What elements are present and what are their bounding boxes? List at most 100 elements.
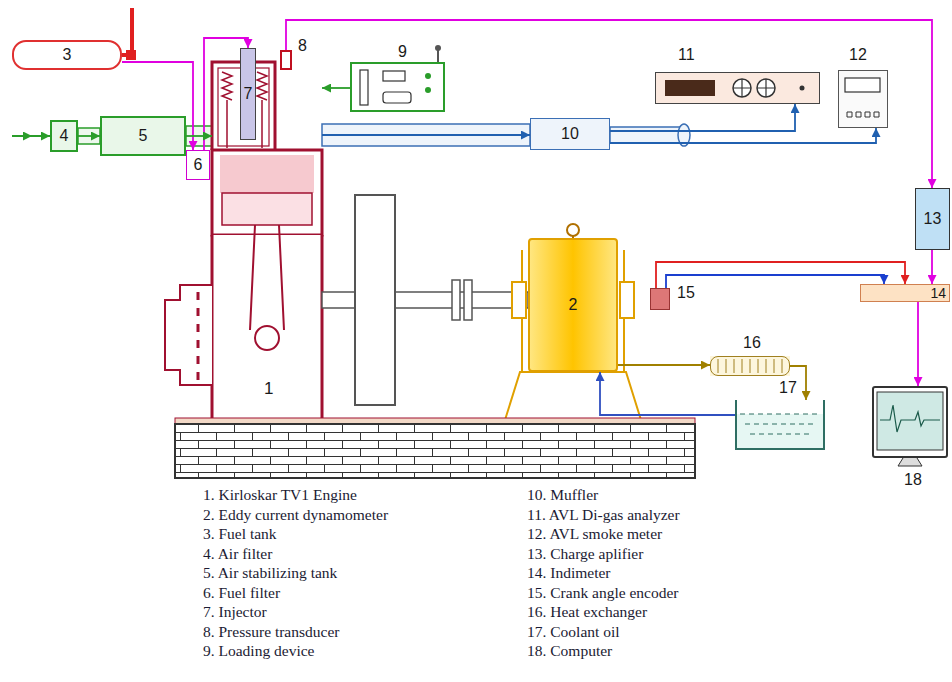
signal-line xyxy=(931,250,933,284)
loading-device-panel-part xyxy=(350,62,445,112)
exhaust-pipe-part xyxy=(322,124,530,146)
intake-pipe-part xyxy=(78,128,100,144)
callout-number: 6 xyxy=(194,157,203,173)
callout-number: 9 xyxy=(398,44,407,60)
engine-outline-part xyxy=(197,292,200,380)
muffler: 10 xyxy=(530,118,610,150)
signal-line xyxy=(286,20,932,188)
heat-exchanger: 16 xyxy=(710,356,790,376)
eddy-current-dynamometer: 2 xyxy=(528,238,618,372)
callout-number: 8 xyxy=(298,38,307,54)
key-entry: 9. Loading device xyxy=(203,642,314,659)
callout-number: 4 xyxy=(60,128,69,144)
engine-body: 17 xyxy=(212,62,322,420)
signal-line xyxy=(600,372,735,415)
gas-analyzer-panel-part xyxy=(655,72,820,104)
key-entry: 18. Computer xyxy=(527,642,612,659)
callout-number: 12 xyxy=(849,47,867,63)
dynamometer-stand xyxy=(505,224,641,420)
drive-shaft xyxy=(322,195,528,405)
key-entry: 3. Fuel tank xyxy=(203,525,277,542)
fuel-tank-valve xyxy=(122,8,136,60)
signal-line xyxy=(917,302,919,386)
gas-analyzer-panel xyxy=(655,72,820,104)
callout-number: 11 xyxy=(678,47,695,63)
computer-screen-part xyxy=(877,392,943,450)
air-inlet-part xyxy=(12,135,32,137)
dynamometer-stand-part xyxy=(505,372,641,420)
signal-line xyxy=(610,104,795,131)
drive-shaft-part xyxy=(464,280,472,320)
coolant-tank: 17 xyxy=(735,400,825,450)
engine-outline-part xyxy=(257,72,267,100)
engine-outline-part xyxy=(212,150,322,235)
signal-line xyxy=(322,134,530,136)
key-entry: 2. Eddy current dynamometer xyxy=(203,506,388,523)
foundation xyxy=(175,418,695,478)
engine-outline-part xyxy=(220,155,314,193)
intake-pipe-part xyxy=(186,126,212,146)
key-entry: 17. Coolant oil xyxy=(527,623,620,640)
callout-number: 10 xyxy=(561,126,579,142)
loading-device-panel-part xyxy=(435,45,441,51)
key-entry: 16. Heat exchanger xyxy=(527,603,647,620)
key-entry: 15. Crank angle encoder xyxy=(527,584,679,601)
key-entry: 13. Charge aplifier xyxy=(527,545,643,562)
loading-device-panel-part xyxy=(425,73,431,79)
smoke-meter-panel xyxy=(838,70,888,128)
signal-line xyxy=(618,364,710,366)
air-filter: 4 xyxy=(50,120,78,152)
loading-device-panel-part xyxy=(383,92,411,103)
engine-outline-part xyxy=(250,225,284,330)
loading-device-panel-part xyxy=(383,71,405,81)
engine-outline-part xyxy=(222,72,232,100)
heat-exchanger-fins xyxy=(710,356,790,376)
callout-number: 7 xyxy=(244,86,253,102)
loading-device-panel-part xyxy=(360,70,368,105)
coolant-oil-liquid-part xyxy=(740,414,820,434)
intake-pipe xyxy=(78,126,212,146)
pressure-transducer: 8 xyxy=(280,50,292,70)
loading-device-panel xyxy=(350,45,445,112)
callout-number: 15 xyxy=(677,285,695,301)
engine-outline-part xyxy=(222,193,312,225)
computer-screen-part xyxy=(898,458,922,466)
callout-number: 2 xyxy=(569,297,578,313)
loading-device-panel-part xyxy=(425,87,431,93)
key-entry: 12. AVL smoke meter xyxy=(527,525,662,542)
engine-outline-part xyxy=(165,285,212,385)
signal-line xyxy=(666,275,884,288)
key-entry: 14. Indimeter xyxy=(527,564,611,581)
engine-outline-part xyxy=(212,235,322,420)
key-entry: 11. AVL Di-gas analyzer xyxy=(527,506,680,523)
foundation-part xyxy=(175,424,695,478)
heat-exchanger-fins-part xyxy=(710,356,790,376)
gas-analyzer: 11 xyxy=(655,72,820,104)
drive-shaft-part xyxy=(355,195,395,405)
crank-angle-encoder: 15 xyxy=(650,288,670,310)
air-inlet-part xyxy=(12,135,50,137)
gas-analyzer-panel-part xyxy=(800,86,805,91)
fuel-filter: 6 xyxy=(186,150,210,180)
signal-line xyxy=(78,135,100,137)
key-entry: 8. Pressure transducer xyxy=(203,623,339,640)
key-entry: 7. Injector xyxy=(203,603,267,620)
callout-number: 16 xyxy=(743,335,761,351)
drive-shaft-part xyxy=(322,292,528,308)
dynamometer-stand-part xyxy=(620,282,634,318)
air-inlet xyxy=(12,136,50,137)
fuel-tank-valve-part xyxy=(126,50,136,60)
dynamometer-stand-part xyxy=(567,224,579,236)
engine-outline-part xyxy=(255,326,279,350)
indimeter: 14 xyxy=(860,284,950,302)
signal-line xyxy=(186,135,212,137)
fuel-tank-valve-part xyxy=(122,8,132,55)
key-entry: 4. Air filter xyxy=(203,545,272,562)
smoke-meter-panel-part xyxy=(847,112,879,117)
fuel-tank: 3 xyxy=(12,40,122,70)
callout-number: 3 xyxy=(63,47,72,63)
